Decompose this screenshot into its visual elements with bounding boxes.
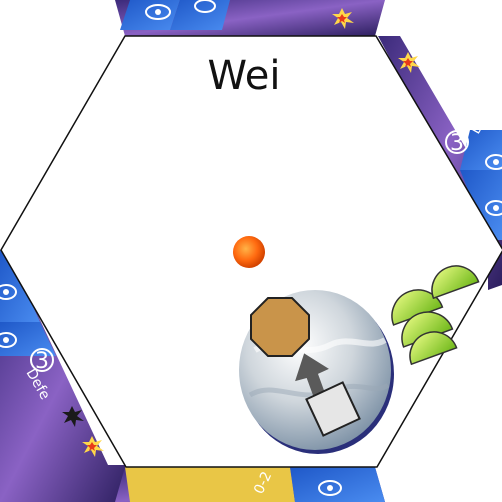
ship-icon — [401, 311, 454, 348]
eye-icon — [0, 284, 17, 300]
eye-icon — [485, 154, 502, 170]
edge-tile-left[interactable]: 3 Defe — [0, 250, 130, 502]
explosion-icon — [82, 436, 104, 457]
star-marker — [233, 236, 265, 268]
eye-icon — [0, 332, 17, 348]
shield-icon: 3 — [30, 348, 54, 374]
edge-tile-bottom[interactable]: 0-2 — [115, 467, 385, 502]
eye-icon — [485, 200, 502, 216]
ship-icon — [409, 331, 458, 366]
eye-icon — [194, 0, 216, 13]
explosion-icon — [398, 52, 420, 73]
right-tile-number: 3 — [450, 131, 464, 156]
space-dock-icon[interactable] — [250, 297, 310, 357]
eye-icon — [318, 480, 342, 496]
ground-unit-icon[interactable] — [305, 381, 361, 437]
left-tile-number: 3 — [35, 349, 49, 374]
eye-icon — [145, 4, 171, 20]
explosion-icon — [62, 406, 84, 427]
explosion-icon — [332, 8, 354, 29]
edge-tile-top[interactable] — [115, 0, 385, 36]
ship-icon — [391, 289, 444, 326]
ship-icon — [431, 265, 480, 300]
system-name: Wei — [207, 53, 281, 99]
move-arrow-icon[interactable] — [287, 347, 337, 403]
fleet-stack[interactable] — [385, 259, 480, 366]
shield-icon: 3 — [445, 130, 469, 156]
